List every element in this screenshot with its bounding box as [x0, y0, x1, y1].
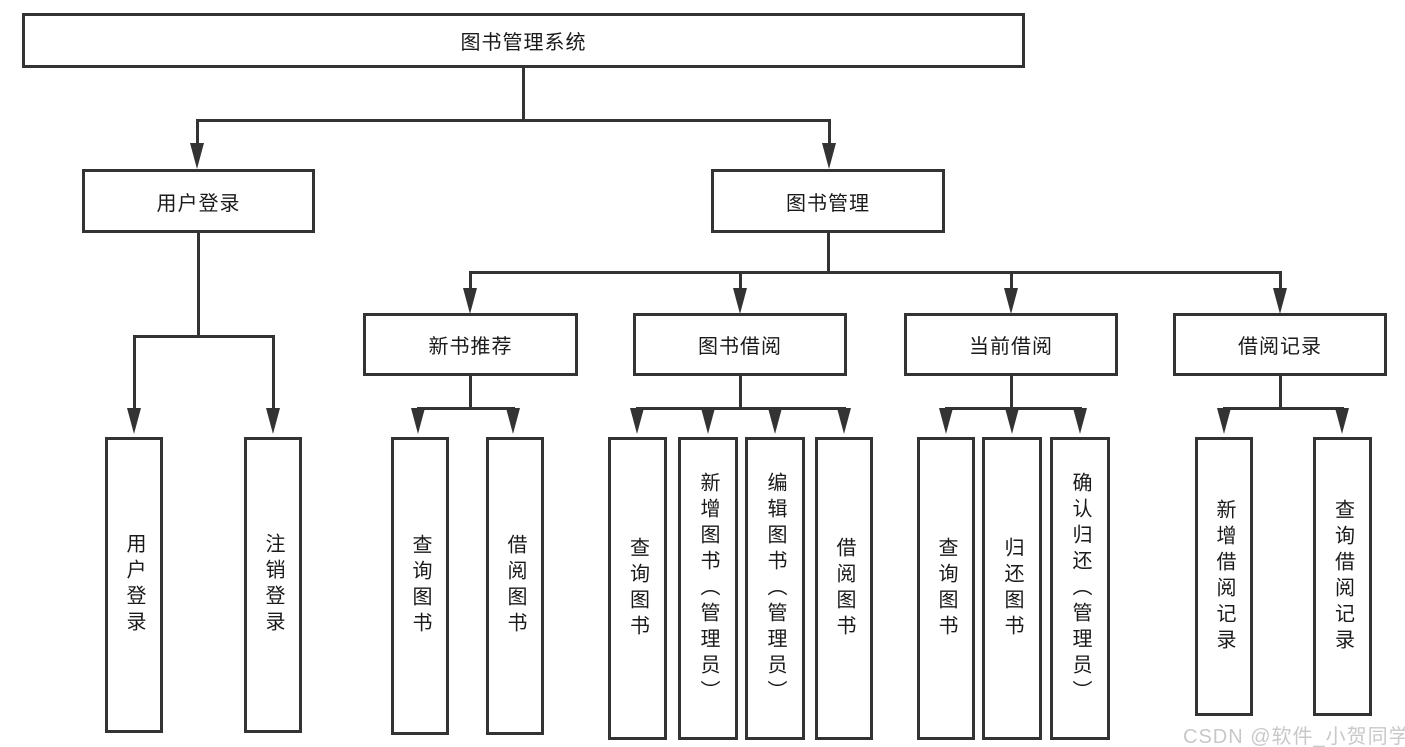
leaf-logout: 注销登录 [244, 437, 302, 733]
arrowhead-down-icon [463, 288, 477, 314]
connector-line [635, 406, 846, 410]
arrowhead-down-icon [939, 408, 953, 434]
node-label: 借阅图书 [504, 534, 526, 638]
leaf-add-borrow-record: 新增借阅记录 [1195, 437, 1253, 716]
arrowhead-down-icon [1335, 408, 1349, 434]
watermark: CSDN @软件_小贺同学 [1183, 726, 1405, 747]
connector-line [196, 233, 200, 336]
leaf-return-books: 归还图书 [982, 437, 1042, 740]
node-label: 用户登录 [123, 533, 145, 637]
leaf-confirm-return-admin: 确认归还（管理员） [1050, 437, 1110, 740]
node-label: 查询图书 [626, 536, 649, 641]
node-label: 确认归还（管理员） [1069, 471, 1091, 706]
leaf-query-books: 查询图书 [391, 437, 449, 735]
leaf-query-borrow-record: 查询借阅记录 [1313, 437, 1372, 716]
node-label: 当前借阅 [969, 336, 1053, 358]
connector-line [826, 233, 830, 273]
connector-line [738, 376, 742, 408]
arrowhead-down-icon [733, 288, 747, 314]
connector-line [521, 68, 525, 121]
node-label: 借阅图书 [833, 536, 855, 641]
arrowhead-down-icon [822, 143, 836, 169]
node-label: 新增图书（管理员） [697, 471, 719, 706]
connector-line [1222, 406, 1344, 410]
connector-line [827, 120, 831, 146]
connector-line [1278, 376, 1282, 408]
leaf-query-books-3: 查询图书 [917, 437, 975, 740]
arrowhead-down-icon [701, 408, 715, 434]
node-label: 新增借阅记录 [1213, 498, 1235, 655]
arrowhead-down-icon [1005, 408, 1019, 434]
leaf-add-books-admin: 新增图书（管理员） [678, 437, 738, 740]
arrowhead-down-icon [266, 408, 280, 434]
connector-line [1278, 272, 1282, 290]
connector-line [468, 376, 472, 408]
connector-line [1009, 376, 1013, 408]
node-current-borrow: 当前借阅 [904, 313, 1118, 376]
arrowhead-down-icon [127, 408, 141, 434]
connector-line [271, 336, 275, 410]
connector-line [468, 270, 1282, 274]
connector-line [132, 334, 275, 338]
leaf-borrow-books-2: 借阅图书 [815, 437, 873, 740]
arrowhead-down-icon [1004, 288, 1018, 314]
node-label: 用户登录 [156, 192, 241, 215]
node-new-book-recommend: 新书推荐 [363, 313, 578, 376]
node-label: 查询图书 [409, 534, 431, 638]
arrowhead-down-icon [1073, 408, 1087, 434]
node-label: 图书管理系统 [460, 32, 587, 54]
connector-line [195, 118, 831, 122]
node-user-login: 用户登录 [82, 169, 315, 233]
arrowhead-down-icon [630, 408, 644, 434]
node-label: 查询借阅记录 [1331, 498, 1354, 655]
node-label: 借阅记录 [1238, 336, 1322, 358]
leaf-query-books-2: 查询图书 [608, 437, 667, 740]
node-label: 编辑图书（管理员） [764, 471, 786, 706]
leaf-user-login: 用户登录 [105, 437, 163, 733]
leaf-borrow-books: 借阅图书 [486, 437, 544, 735]
connector-line [132, 336, 136, 410]
arrowhead-down-icon [768, 408, 782, 434]
connector-line [195, 120, 199, 146]
node-library-management-system: 图书管理系统 [22, 13, 1025, 68]
node-label: 注销登录 [262, 533, 284, 637]
node-book-management: 图书管理 [711, 169, 945, 233]
arrowhead-down-icon [1217, 408, 1231, 434]
leaf-edit-books-admin: 编辑图书（管理员） [745, 437, 805, 740]
node-label: 新书推荐 [428, 336, 513, 358]
arrowhead-down-icon [1273, 288, 1287, 314]
connector-line [416, 406, 515, 410]
arrowhead-down-icon [837, 408, 851, 434]
node-book-borrow: 图书借阅 [633, 313, 847, 376]
arrowhead-down-icon [411, 408, 425, 434]
node-label: 查询图书 [935, 536, 957, 641]
node-borrow-records: 借阅记录 [1173, 313, 1387, 376]
connector-line [468, 272, 472, 290]
arrowhead-down-icon [506, 408, 520, 434]
node-label: 图书借阅 [698, 336, 782, 358]
node-label: 归还图书 [1001, 536, 1023, 641]
node-label: 图书管理 [786, 192, 870, 215]
connector-line [738, 272, 742, 290]
arrowhead-down-icon [190, 143, 204, 169]
connector-line [1009, 272, 1013, 290]
